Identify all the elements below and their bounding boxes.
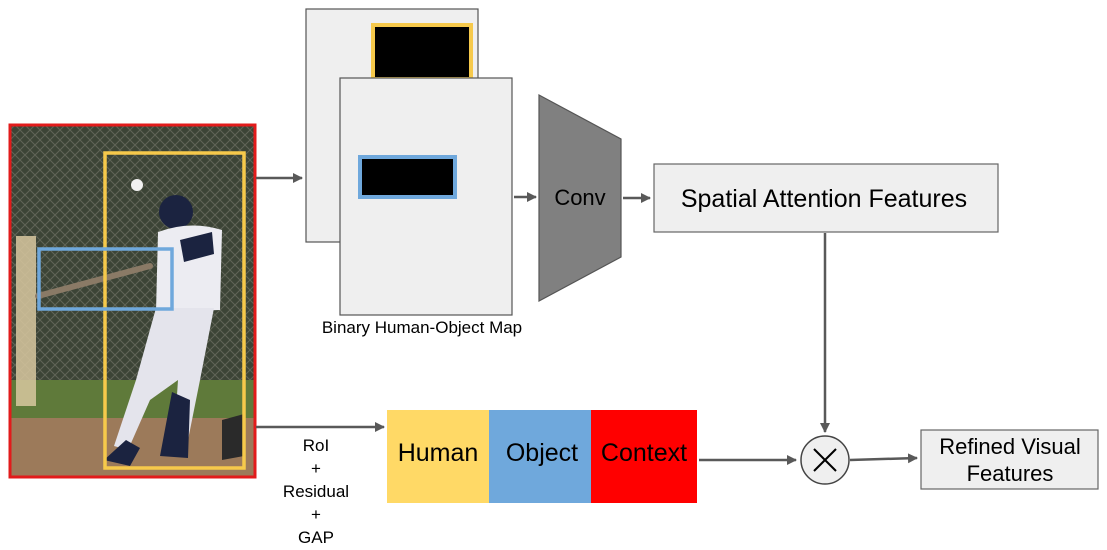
context-frame bbox=[8, 123, 257, 479]
roi-note-line-3: Residual bbox=[283, 482, 349, 501]
context-feature-label: Context bbox=[601, 439, 687, 467]
map-caption: Binary Human-Object Map bbox=[322, 318, 522, 337]
binary-map-object bbox=[339, 77, 513, 316]
roi-note-line-2: + bbox=[311, 459, 321, 478]
spatial-attention-box bbox=[653, 163, 999, 233]
conv-label: Conv bbox=[554, 185, 605, 210]
input-photo bbox=[11, 126, 254, 476]
refined-features-line-2: Features bbox=[967, 461, 1054, 486]
multiply-cross-b bbox=[813, 448, 837, 472]
human-feature-label: Human bbox=[398, 439, 479, 467]
object-bounding-box bbox=[37, 247, 174, 311]
roi-note-line-1: RoI bbox=[303, 436, 329, 455]
roi-note-line-4: + bbox=[311, 505, 321, 524]
object-feature-label: Object bbox=[506, 439, 578, 467]
roi-note-line-5: GAP bbox=[298, 528, 334, 547]
arrow-multiply-to-output bbox=[849, 453, 918, 464]
conv-block bbox=[538, 93, 622, 303]
spatial-attention-label: Spatial Attention Features bbox=[681, 185, 967, 213]
human-feature-block bbox=[387, 410, 489, 503]
player-figure bbox=[35, 179, 244, 466]
refined-features-box bbox=[920, 429, 1099, 490]
object-feature-block bbox=[489, 410, 591, 503]
context-feature-block bbox=[591, 410, 697, 503]
refined-features-line-1: Refined Visual bbox=[939, 434, 1080, 459]
